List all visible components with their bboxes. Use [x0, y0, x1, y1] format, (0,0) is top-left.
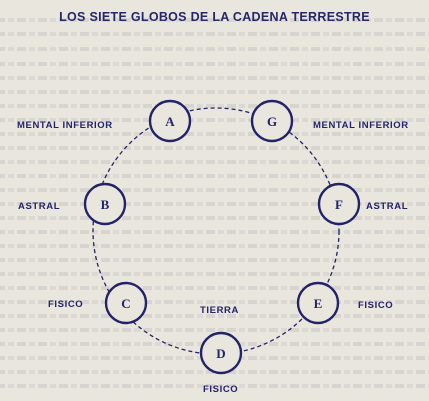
globe-a: A	[148, 99, 192, 143]
orbit-circle	[92, 107, 340, 355]
globe-letter: B	[101, 197, 110, 212]
globe-letter: A	[165, 114, 175, 129]
label-fisico-d: FISICO	[203, 384, 239, 395]
diagram-title: LOS SIETE GLOBOS DE LA CADENA TERRESTRE	[59, 10, 370, 24]
globe-c: C	[104, 281, 148, 325]
globe-letter: E	[314, 296, 323, 311]
label-fisico-e: FISICO	[358, 300, 394, 311]
globe-g: G	[250, 99, 294, 143]
globe-e: E	[296, 281, 340, 325]
globe-d: D	[199, 331, 243, 375]
globe-b: B	[83, 182, 127, 226]
label-tierra: TIERRA	[200, 305, 239, 316]
label-mental-inferior-left: MENTAL INFERIOR	[17, 120, 113, 131]
globe-letter: G	[267, 114, 277, 129]
label-fisico-c: FISICO	[48, 299, 84, 310]
label-astral-right: ASTRAL	[366, 201, 409, 212]
globe-letter: C	[121, 296, 130, 311]
globe-letter: D	[216, 346, 225, 361]
globe-letter: F	[335, 197, 343, 212]
label-astral-left: ASTRAL	[18, 201, 61, 212]
globe-f: F	[317, 182, 361, 226]
label-mental-inferior-right: MENTAL INFERIOR	[313, 120, 409, 131]
